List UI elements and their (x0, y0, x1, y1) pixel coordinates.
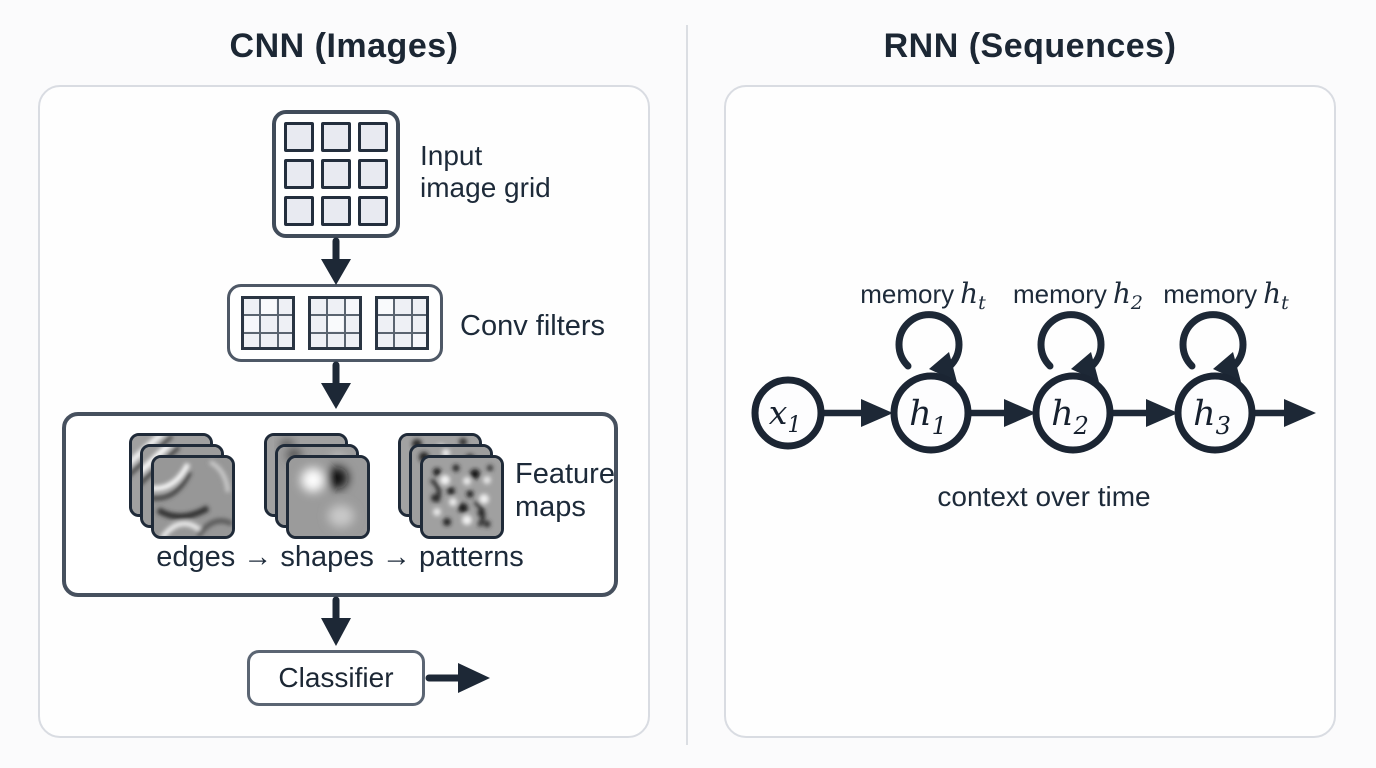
grid-cell (358, 196, 388, 226)
feature-maps-label: Feature maps (515, 458, 615, 523)
conv-filter-grid (241, 296, 295, 350)
rnn-panel (724, 85, 1336, 738)
feature-stack-shapes (264, 433, 372, 541)
grid-cell (321, 196, 351, 226)
grid-cell (358, 122, 388, 152)
feature-stack-edges (129, 433, 237, 541)
rnn-title: RNN (Sequences) (883, 27, 1177, 65)
feature-map-card (151, 455, 235, 539)
grid-cell (284, 159, 314, 189)
panel-divider (686, 25, 688, 745)
feature-map-card (286, 455, 370, 539)
grid-cell (284, 122, 314, 152)
grid-cell (358, 159, 388, 189)
conv-filter-grid (375, 296, 429, 350)
conv-filters-box (227, 284, 443, 362)
context-caption: context over time (937, 481, 1151, 512)
feature-stack-patterns (398, 433, 506, 541)
input-grid-label: Input image grid (420, 140, 551, 203)
classifier-box: Classifier (247, 650, 425, 706)
grid-cell (284, 196, 314, 226)
grid-cell (321, 122, 351, 152)
input-image-grid (272, 110, 400, 238)
conv-filter-grid (308, 296, 362, 350)
cnn-title: CNN (Images) (229, 27, 459, 65)
conv-filters-label: Conv filters (460, 310, 606, 342)
feature-map-card (420, 455, 504, 539)
classifier-label: Classifier (278, 662, 394, 693)
grid-cell (321, 159, 351, 189)
feature-hierarchy-text: edges → shapes → patterns (156, 541, 524, 573)
